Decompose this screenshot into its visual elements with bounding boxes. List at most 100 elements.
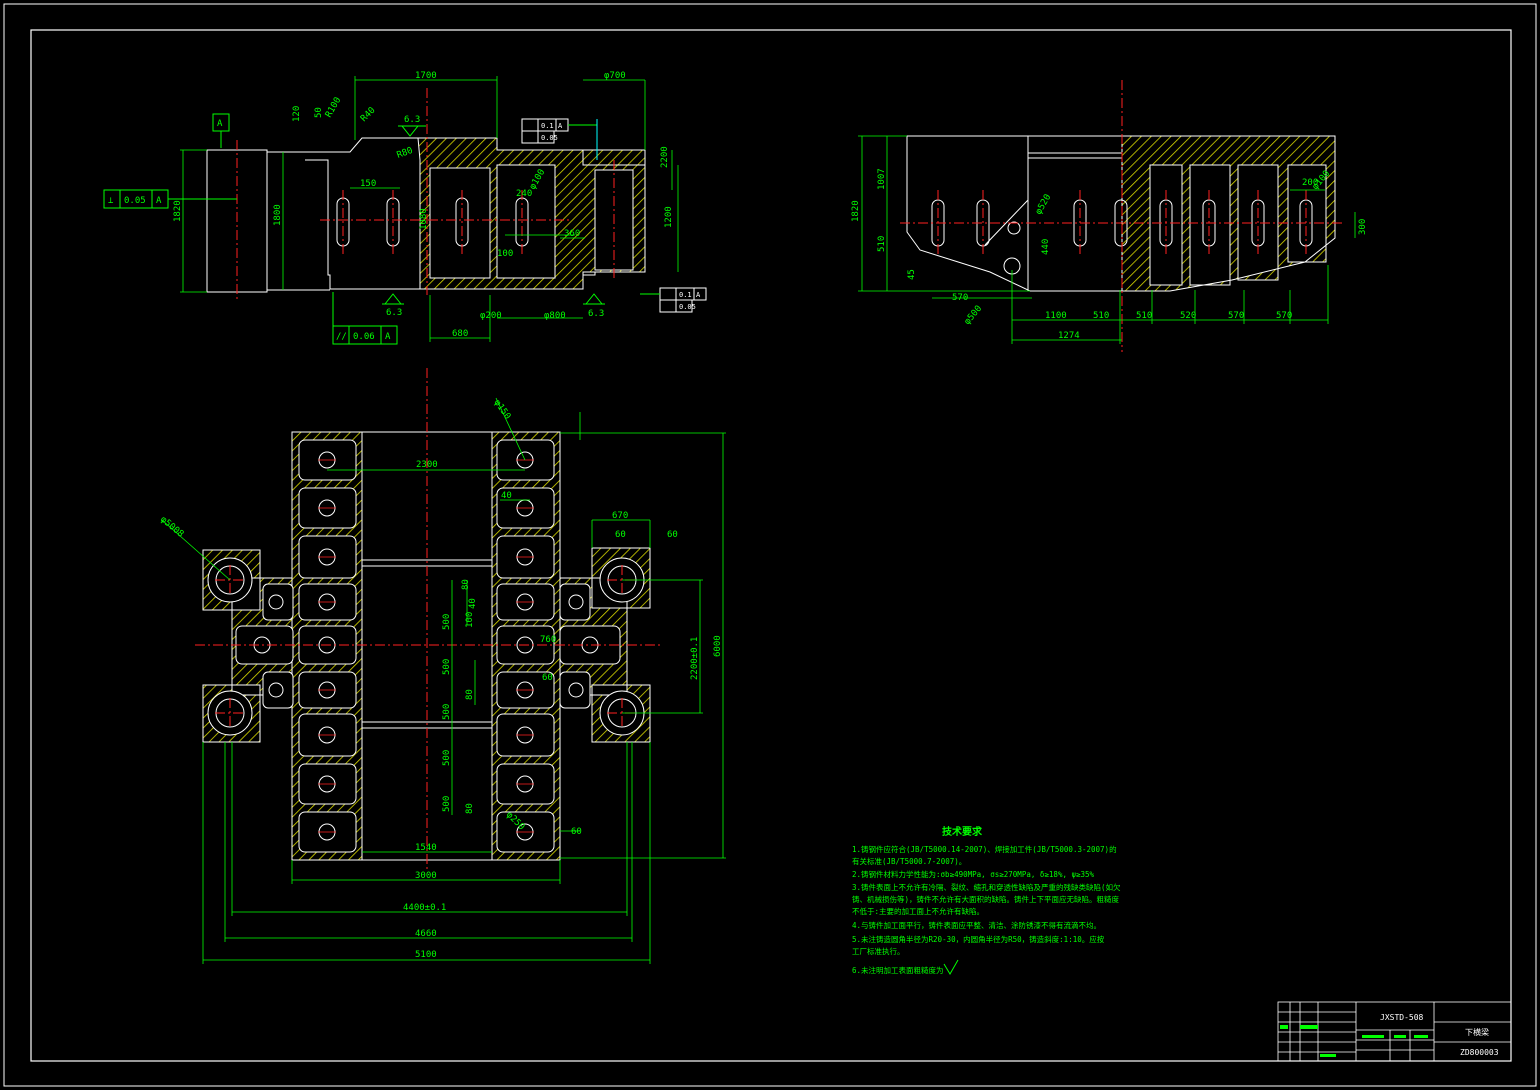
svg-text:240: 240 <box>516 189 532 199</box>
tech-requirements: 技术要求 1.铸钢件应符合(JB/T5000.14-2007)、焊接加工件(JB… <box>852 825 1121 975</box>
front-hatch-section <box>417 137 646 290</box>
outer-frame <box>3 3 1537 1087</box>
svg-text:670: 670 <box>612 511 628 521</box>
roughness-top: 6.3 <box>404 115 420 125</box>
tech-req-line: 1.铸钢件应符合(JB/T5000.14-2007)、焊接加工件(JB/T500… <box>852 844 1117 854</box>
plan-view: φ150 2300 40 670 60 60 φ5008 80 40 500 1… <box>158 368 726 964</box>
svg-text:45: 45 <box>907 269 917 280</box>
tech-requirements-title: 技术要求 <box>942 825 983 838</box>
front-slots <box>336 197 529 247</box>
svg-text:φ100: φ100 <box>528 168 548 192</box>
svg-text:1540: 1540 <box>415 843 437 853</box>
svg-text:2300: 2300 <box>416 460 438 470</box>
svg-text:A: A <box>385 332 391 342</box>
front-fcf-bottom <box>640 287 707 313</box>
svg-text:0.05: 0.05 <box>679 303 696 311</box>
svg-text:510: 510 <box>877 236 887 252</box>
datum-a-label: A <box>217 119 223 129</box>
svg-text:510: 510 <box>1136 311 1152 321</box>
tech-req-line: 工厂标准执行。 <box>852 946 905 956</box>
svg-text:R100: R100 <box>324 96 344 120</box>
svg-text:500: 500 <box>442 614 452 630</box>
svg-text:120: 120 <box>292 106 302 122</box>
svg-text:570: 570 <box>1276 311 1292 321</box>
svg-text:40: 40 <box>468 598 478 609</box>
svg-text:φ800: φ800 <box>544 311 566 321</box>
svg-text:60: 60 <box>667 530 678 540</box>
tech-req-line: 5.未注铸造圆角半径为R20-30，内圆角半径为R50，铸造斜度:1:10。应按 <box>852 934 1105 944</box>
svg-text:570: 570 <box>952 293 968 303</box>
front-view: A ⊥ 0.05 A // 0.06 A 6.3 6.3 <box>103 71 707 345</box>
roughness-bottom-2: 6.3 <box>588 309 604 319</box>
tech-req-line: 铸、机械损伤等)，铸件不允许有大面积的缺陷。铸件上下平面应无缺陷。粗糙度 <box>852 894 1120 904</box>
roughness-symbols <box>382 125 605 305</box>
svg-text:0.06: 0.06 <box>353 332 375 342</box>
svg-text:R80: R80 <box>396 146 415 161</box>
title-block-drawing-no: ZD800003 <box>1460 1048 1499 1057</box>
svg-text:0.1: 0.1 <box>541 122 554 130</box>
svg-text:200: 200 <box>1302 178 1318 188</box>
svg-text:80: 80 <box>465 689 475 700</box>
plan-cells <box>207 439 645 853</box>
svg-text:440: 440 <box>1041 239 1051 255</box>
parallelism-fcf: // 0.06 A <box>332 292 398 345</box>
side-view: 1007 1820 510 45 φ520 440 φ100 200 300 5… <box>851 80 1368 352</box>
tech-req-line: 6.未注明加工表面粗糙度为 <box>852 965 944 975</box>
perpendicularity-fcf: ⊥ 0.05 A <box>103 189 237 209</box>
svg-text:1200: 1200 <box>664 206 674 228</box>
title-block-marks <box>1280 1025 1428 1057</box>
svg-text:500: 500 <box>442 659 452 675</box>
svg-text:6000: 6000 <box>713 635 723 657</box>
svg-text:φ150: φ150 <box>492 398 513 422</box>
svg-text:1820: 1820 <box>851 200 861 222</box>
roughness-bottom-1: 6.3 <box>386 308 402 318</box>
tech-req-line: 2.铸钢件材料力学性能为:σb≥490MPa, σs≥270MPa, δ≥18%… <box>852 869 1095 879</box>
svg-text:φ700: φ700 <box>604 71 626 81</box>
svg-text:0.05: 0.05 <box>541 134 558 142</box>
svg-text:500: 500 <box>442 704 452 720</box>
svg-text:500: 500 <box>442 796 452 812</box>
svg-text:1800: 1800 <box>273 204 283 226</box>
svg-text:40: 40 <box>501 491 512 501</box>
tech-req-line: 3.铸件表面上不允许有冷隔、裂纹、缩孔和穿透性缺陷及严重的残缺类缺陷(如欠 <box>852 882 1121 892</box>
svg-text:520: 520 <box>1180 311 1196 321</box>
svg-text:1007: 1007 <box>877 168 887 190</box>
svg-text:A: A <box>696 291 701 299</box>
svg-text:0.05: 0.05 <box>124 196 146 206</box>
svg-text:0.1: 0.1 <box>679 291 692 299</box>
svg-text:φ520: φ520 <box>1034 193 1054 217</box>
svg-text:R40: R40 <box>359 106 378 125</box>
inner-frame <box>30 29 1512 1062</box>
svg-text:510: 510 <box>1093 311 1109 321</box>
svg-text:60: 60 <box>542 673 553 683</box>
svg-text:1274: 1274 <box>1058 331 1080 341</box>
svg-text:100: 100 <box>497 249 513 259</box>
svg-text:4400±0.1: 4400±0.1 <box>403 903 446 913</box>
title-block-code: JXSTD-508 <box>1380 1013 1424 1022</box>
svg-text:100: 100 <box>465 612 475 628</box>
front-body-outline <box>305 137 596 290</box>
svg-text:φ500: φ500 <box>963 304 985 327</box>
svg-text:80: 80 <box>461 579 471 590</box>
svg-text:1820: 1820 <box>173 200 183 222</box>
svg-text:300: 300 <box>1358 219 1368 235</box>
title-block <box>1277 1001 1512 1062</box>
svg-text:⊥: ⊥ <box>108 196 114 206</box>
svg-text:φ5008: φ5008 <box>158 515 185 540</box>
svg-text:80: 80 <box>465 803 475 814</box>
svg-text:A: A <box>156 196 162 206</box>
svg-text:60: 60 <box>615 530 626 540</box>
svg-text:3000: 3000 <box>415 871 437 881</box>
svg-text:A: A <box>558 122 563 130</box>
tech-req-line: 有关标准(JB/T5000.7-2007)。 <box>852 856 966 866</box>
svg-text:50: 50 <box>314 107 324 118</box>
svg-text:φ200: φ200 <box>480 311 502 321</box>
svg-text:1080: 1080 <box>419 208 429 230</box>
title-block-name: 下横梁 <box>1465 1027 1489 1037</box>
svg-text:760: 760 <box>540 635 556 645</box>
svg-text:60: 60 <box>571 827 582 837</box>
front-fcf-top <box>521 118 598 160</box>
svg-text:680: 680 <box>452 329 468 339</box>
tech-req-line: 不低于:主要的加工面上不允许有缺陷。 <box>852 906 984 916</box>
